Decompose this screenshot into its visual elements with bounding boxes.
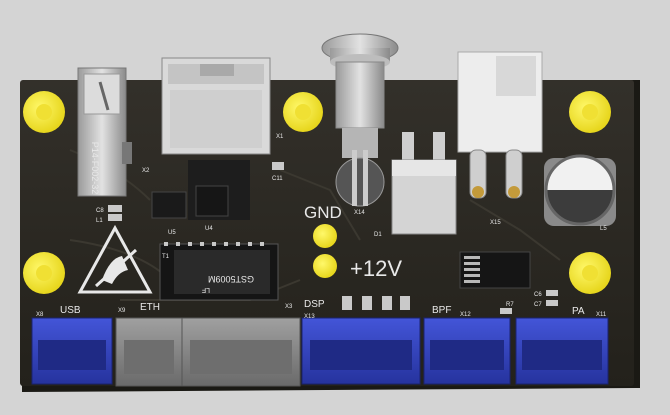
ref-l1: L1 bbox=[96, 218, 103, 224]
usb-header-connector bbox=[31, 317, 113, 385]
part-number-label: P14-F002-32 bbox=[90, 142, 100, 195]
ref-x15: X15 bbox=[490, 220, 501, 226]
ethernet-jack bbox=[161, 57, 271, 155]
ref-l5: L5 bbox=[600, 226, 607, 232]
usb-label: USB bbox=[60, 305, 81, 316]
ref-x2: X2 bbox=[142, 168, 150, 174]
eth-header-connector bbox=[115, 317, 301, 387]
ic-chips bbox=[151, 160, 531, 289]
transformer-marking: GST5009M bbox=[208, 274, 254, 284]
ref-x3: X3 bbox=[285, 304, 293, 310]
reference-designators: X1 X2 X3 X8 X9 X11 X12 X13 X14 X15 U4 U5… bbox=[36, 134, 607, 320]
pa-connector bbox=[515, 317, 609, 385]
ref-u5: U5 bbox=[168, 230, 176, 236]
transformer: GST5009M LF bbox=[159, 242, 279, 301]
gnd-label: GND bbox=[304, 203, 342, 222]
header-connector-x15 bbox=[457, 51, 543, 199]
ref-r7: R7 bbox=[506, 302, 514, 308]
ref-c8: C8 bbox=[96, 208, 104, 214]
passive-components bbox=[108, 162, 558, 314]
ref-x8: X8 bbox=[36, 312, 44, 318]
ref-x9: X9 bbox=[118, 308, 126, 314]
dsp-label: DSP bbox=[304, 299, 325, 310]
electrolytic-capacitor bbox=[544, 154, 616, 226]
ref-c11: C11 bbox=[272, 176, 283, 182]
ref-c6: C6 bbox=[534, 292, 542, 298]
plus12v-label: +12V bbox=[350, 256, 402, 281]
transformer-sub: LF bbox=[202, 286, 210, 293]
ref-x11: X11 bbox=[596, 312, 607, 318]
bpf-connector bbox=[423, 317, 511, 385]
ref-u4: U4 bbox=[205, 226, 213, 232]
ref-t1: T1 bbox=[162, 254, 170, 260]
ref-x12: X12 bbox=[460, 312, 471, 318]
eth-label: ETH bbox=[140, 302, 160, 313]
mounting-pads bbox=[23, 91, 611, 294]
dsp-connector bbox=[301, 317, 421, 385]
pa-label: PA bbox=[572, 306, 585, 317]
voltage-regulator bbox=[391, 132, 457, 235]
bpf-label: BPF bbox=[432, 305, 451, 316]
ref-x14: X14 bbox=[354, 210, 365, 216]
ref-d1: D1 bbox=[374, 232, 382, 238]
usb-connector bbox=[77, 67, 132, 197]
ref-x1: X1 bbox=[276, 134, 284, 140]
esd-warning-symbol bbox=[77, 224, 153, 294]
ref-x13: X13 bbox=[304, 314, 315, 320]
power-jack bbox=[321, 33, 399, 207]
ref-c7: C7 bbox=[534, 302, 542, 308]
